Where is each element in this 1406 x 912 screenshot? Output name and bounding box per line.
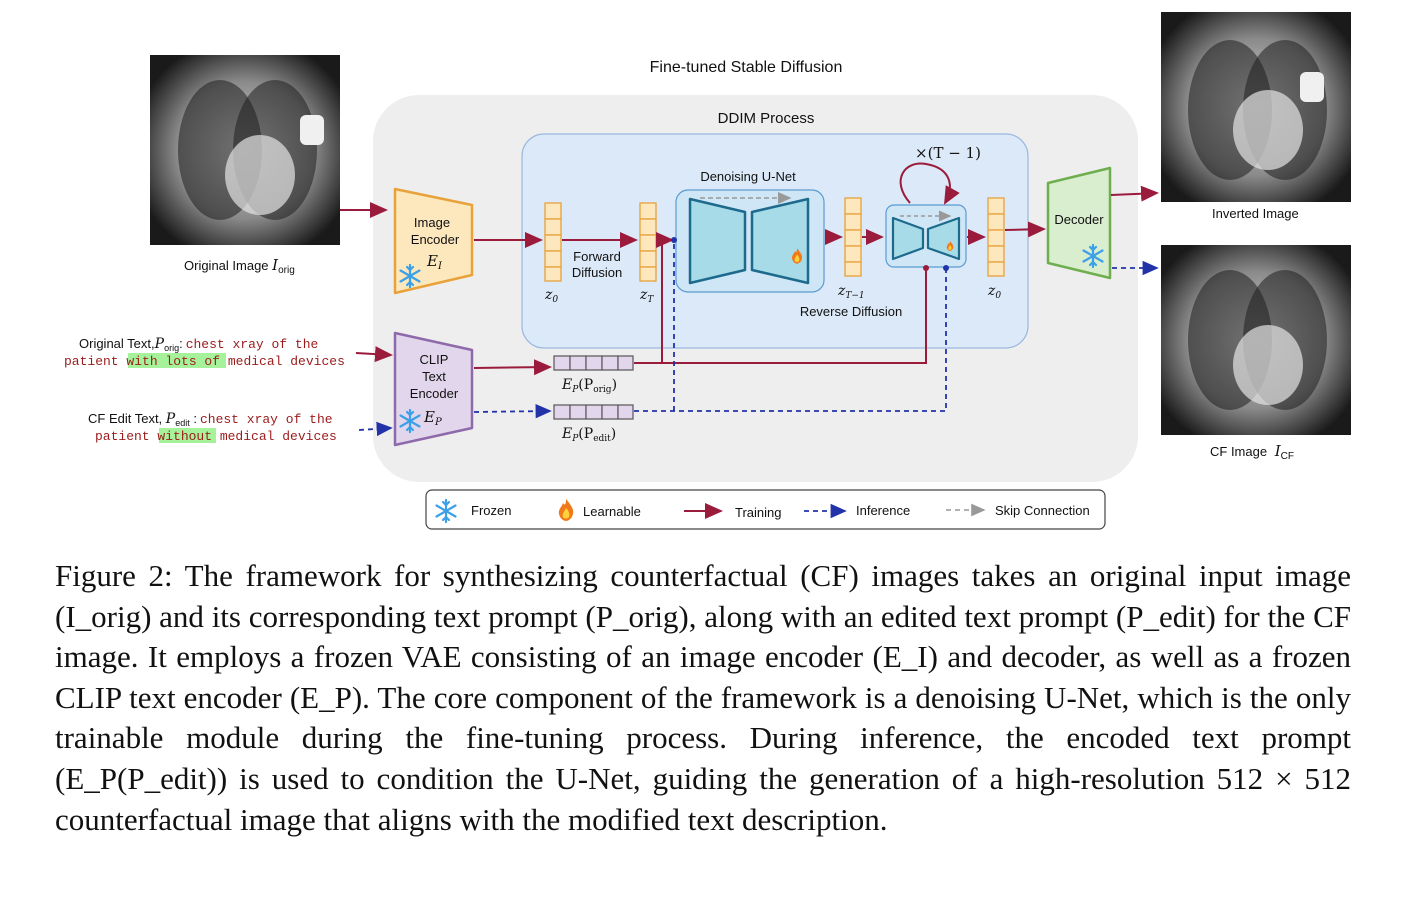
loop-label: ×(T − 1) — [915, 144, 981, 162]
embedding-edit-label: EP(Pedit) — [561, 426, 616, 444]
svg-text:Image: Image — [414, 215, 450, 230]
cf-xray-image — [1161, 245, 1351, 435]
svg-text:Inference: Inference — [856, 503, 910, 518]
latent-z0-right — [987, 197, 1005, 277]
svg-text:CLIP: CLIP — [420, 352, 449, 367]
latent-zT-1 — [844, 197, 862, 277]
zT-label: zT — [639, 287, 654, 305]
zT-1-label: zT−1 — [837, 283, 865, 301]
svg-text:Encoder: Encoder — [410, 386, 459, 401]
original-image-label: Original Image Iorig — [184, 256, 295, 276]
forward-diffusion-label: Forward — [573, 249, 621, 264]
latent-zT — [639, 202, 657, 282]
original-xray-image — [150, 55, 340, 245]
edit-text-prompt: CF Edit Text, Pedit :chest xray of the p… — [88, 411, 337, 444]
figure-caption: Figure 2: The framework for synthesizing… — [55, 558, 1351, 837]
svg-text:Skip Connection: Skip Connection — [995, 503, 1090, 518]
svg-text:Encoder: Encoder — [411, 232, 460, 247]
reverse-unet — [885, 204, 967, 268]
denoising-unet — [675, 189, 825, 293]
embedding-orig-label: EP(Porig) — [561, 377, 617, 395]
svg-text:Frozen: Frozen — [471, 503, 511, 518]
ddim-title: DDIM Process — [718, 110, 815, 127]
svg-text:Training: Training — [735, 505, 781, 520]
embedding-orig — [553, 355, 634, 371]
z0-left-label: z0 — [544, 287, 558, 305]
embedding-edit — [553, 404, 634, 420]
z0-right-label: z0 — [987, 283, 1001, 301]
inverted-image-label: Inverted Image — [1212, 206, 1299, 221]
reverse-diffusion-label: Reverse Diffusion — [800, 304, 902, 319]
original-text-prompt: Original Text,Porig:chest xray of the pa… — [64, 336, 345, 369]
unet-label: Denoising U-Net — [700, 169, 796, 184]
legend: Frozen Learnable Training Inference Skip… — [425, 489, 1106, 530]
clip-text-encoder: CLIP Text Encoder EP — [393, 331, 474, 447]
svg-text:EI: EI — [426, 252, 443, 272]
decoder: Decoder — [1046, 166, 1112, 280]
latent-z0-left — [544, 202, 562, 282]
svg-text:Original Text,Porig:chest xray: Original Text,Porig:chest xray of the — [79, 336, 318, 353]
sd-title: Fine-tuned Stable Diffusion — [650, 59, 843, 76]
image-encoder: Image Encoder EI — [393, 187, 474, 295]
svg-text:Learnable: Learnable — [583, 504, 641, 519]
inverted-xray-image — [1161, 12, 1351, 202]
cf-image-label: CF Image ICF — [1210, 442, 1294, 462]
svg-text:Text: Text — [422, 369, 446, 384]
forward-diffusion-label: Diffusion — [572, 265, 622, 280]
framework-diagram: Original Image Iorig Inverted Image CF I… — [64, 12, 1351, 530]
svg-text:patient with lots of medical d: patient with lots of medical devices — [64, 354, 345, 369]
svg-text:EP: EP — [423, 408, 442, 428]
svg-text:CF Edit Text, Pedit :chest xra: CF Edit Text, Pedit :chest xray of the — [88, 411, 333, 428]
training-arrows — [340, 185, 1159, 376]
svg-text:patient without medical device: patient without medical devices — [95, 429, 337, 444]
svg-text:Decoder: Decoder — [1054, 212, 1104, 227]
loop-arrow — [899, 162, 960, 205]
inference-arrows — [358, 241, 1159, 437]
